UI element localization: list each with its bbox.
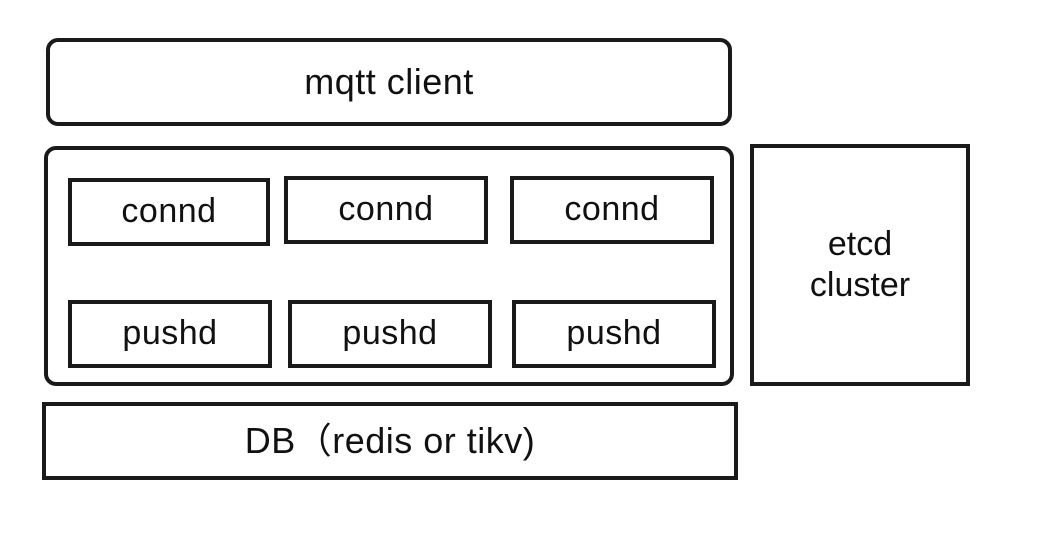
connd-label: connd xyxy=(338,190,434,229)
connd-node: connd xyxy=(284,176,488,244)
etcd-label-line1: etcd xyxy=(827,225,893,264)
connd-node: connd xyxy=(510,176,714,244)
mqtt-client-label: mqtt client xyxy=(304,61,474,103)
connd-node: connd xyxy=(68,178,270,246)
pushd-node: pushd xyxy=(68,300,272,368)
pushd-label: pushd xyxy=(342,314,438,353)
connd-label: connd xyxy=(564,190,660,229)
pushd-label: pushd xyxy=(122,314,218,353)
pushd-node: pushd xyxy=(288,300,492,368)
etcd-label-line2: cluster xyxy=(809,266,911,304)
etcd-cluster-label: etcd cluster xyxy=(810,224,910,306)
etcd-cluster-box: etcd cluster xyxy=(750,144,970,386)
db-box: DB（redis or tikv) xyxy=(42,402,738,480)
db-label: DB（redis or tikv) xyxy=(244,420,536,462)
mqtt-client-box: mqtt client xyxy=(46,38,732,126)
pushd-label: pushd xyxy=(566,314,662,353)
pushd-node: pushd xyxy=(512,300,716,368)
connd-label: connd xyxy=(121,192,217,231)
